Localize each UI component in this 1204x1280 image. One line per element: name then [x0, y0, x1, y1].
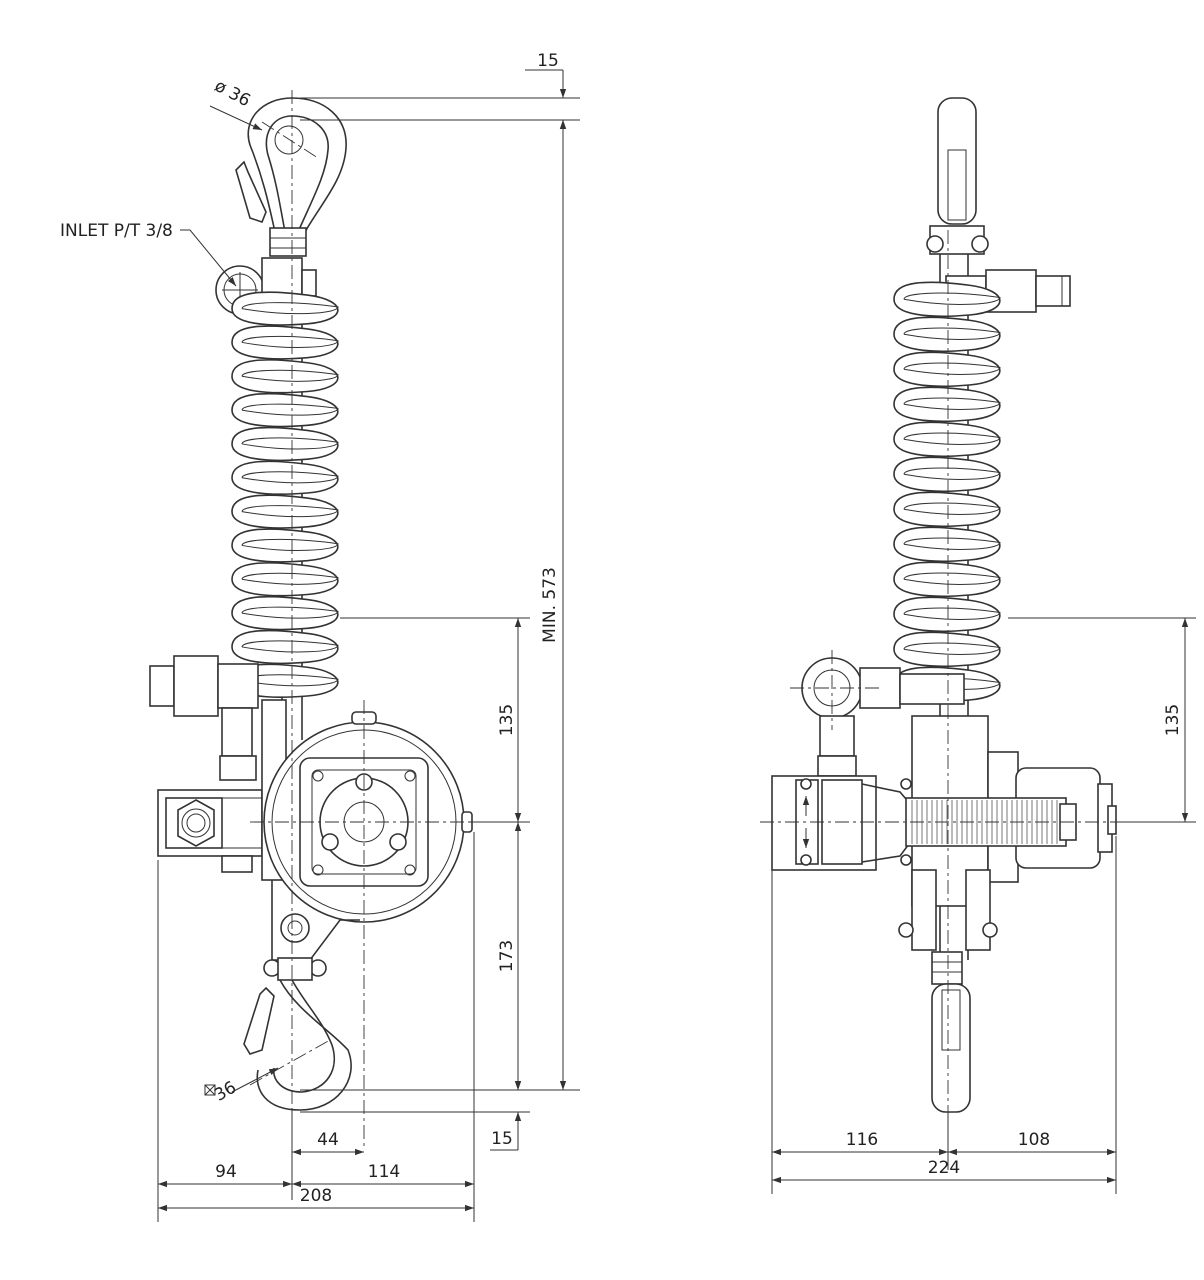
- dim-top-15: 15: [537, 51, 559, 71]
- dim-left-173: 173: [497, 940, 517, 972]
- spring-turn: [893, 631, 1001, 668]
- left-dimensions: 15 ø 36 INLET P/T 3/8 MIN. 573 135 173 1…: [60, 51, 580, 1222]
- spring-turn-inner: [903, 397, 1001, 410]
- left-front-view: [149, 90, 490, 1160]
- spring-turn-inner: [903, 502, 1001, 515]
- dim-224: 224: [928, 1158, 960, 1178]
- spring-turn: [231, 562, 339, 597]
- spring-turn: [231, 595, 339, 631]
- dim-right-135: 135: [1163, 704, 1183, 736]
- spring-turn: [893, 316, 1001, 353]
- dim-116: 116: [846, 1130, 878, 1150]
- spring-turn: [893, 421, 1001, 458]
- spring-turn: [231, 528, 339, 563]
- dim-44: 44: [317, 1130, 339, 1150]
- right-side-view: [760, 97, 1130, 1170]
- spring-turn-inner: [241, 505, 339, 518]
- left-valve-block: [157, 789, 263, 873]
- left-motor-body: [261, 699, 473, 981]
- spring-turn-inner: [903, 607, 1001, 620]
- right-dimensions: 135 116 108 224: [771, 617, 1196, 1194]
- spring-turn: [231, 359, 339, 394]
- spring-turn: [893, 491, 1001, 528]
- dim-bottom-15: 15: [491, 1129, 513, 1149]
- spring-turn: [893, 281, 1001, 318]
- spring-turn-inner: [241, 302, 339, 315]
- dim-94: 94: [215, 1162, 237, 1182]
- left-coil-spring: [231, 291, 339, 698]
- spring-turn-inner: [903, 537, 1001, 550]
- spring-turn: [893, 456, 1001, 493]
- spring-turn-inner: [241, 640, 339, 653]
- spring-turn: [893, 351, 1001, 388]
- spring-turn-inner: [241, 437, 339, 450]
- spring-turn: [231, 291, 339, 326]
- dim-left-135: 135: [497, 704, 517, 736]
- dim-min-573: MIN. 573: [540, 567, 560, 643]
- spring-turn-inner: [903, 327, 1001, 340]
- spring-turn-inner: [903, 292, 1001, 305]
- spring-turn: [231, 325, 339, 360]
- spring-turn-inner: [903, 362, 1001, 375]
- bottom-hook: [243, 979, 352, 1111]
- spring-turn: [893, 561, 1001, 598]
- spring-turn: [231, 494, 339, 529]
- spring-turn-inner: [903, 642, 1001, 655]
- spring-turn-inner: [241, 369, 339, 382]
- top-hook: [235, 97, 347, 257]
- spring-turn-inner: [241, 606, 339, 619]
- spring-turn: [231, 426, 339, 462]
- left-side-fitting: [149, 655, 259, 781]
- spring-turn-inner: [241, 403, 339, 416]
- spring-turn-inner: [241, 572, 339, 585]
- inlet-label: INLET P/T 3/8: [60, 221, 173, 241]
- dim-108: 108: [1018, 1130, 1050, 1150]
- spring-turn-inner: [903, 432, 1001, 445]
- spring-turn-inner: [241, 335, 339, 348]
- dim-hook-top-diameter: ø 36: [211, 76, 253, 111]
- dim-208: 208: [300, 1186, 332, 1206]
- spring-turn-inner: [903, 572, 1001, 585]
- spring-turn-inner: [241, 471, 339, 484]
- spring-turn: [231, 392, 339, 428]
- spring-turn: [231, 460, 339, 495]
- spring-turn-inner: [241, 538, 339, 551]
- dim-bottom-hook: 36: [211, 1078, 240, 1106]
- spring-turn: [893, 526, 1001, 563]
- spring-turn: [893, 596, 1001, 633]
- spring-turn: [893, 386, 1001, 423]
- right-coil-spring: [893, 281, 1001, 703]
- spring-turn: [231, 629, 339, 665]
- dim-114: 114: [368, 1162, 400, 1182]
- spring-turn-inner: [903, 467, 1001, 480]
